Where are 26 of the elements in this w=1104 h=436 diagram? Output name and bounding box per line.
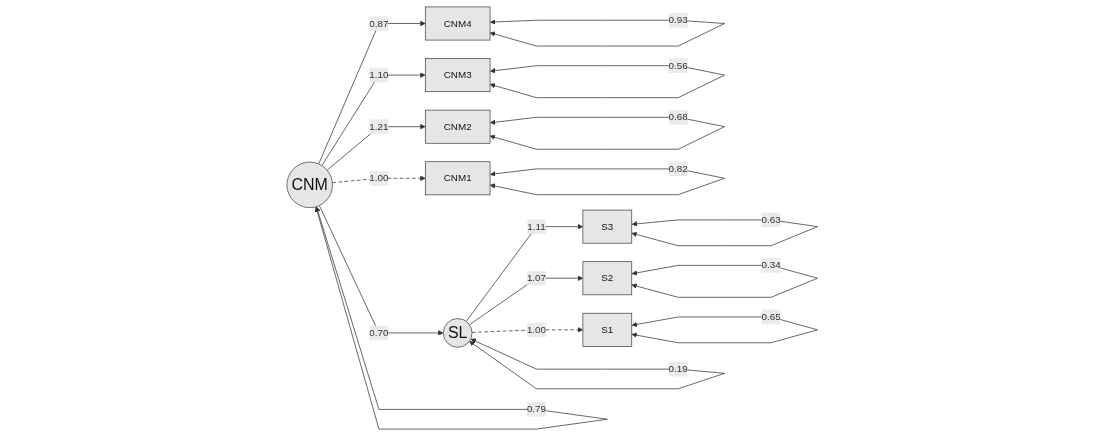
- edge-label: 1.11: [527, 221, 546, 232]
- node-box: CNM1: [424, 161, 491, 196]
- edge-label: 1.00: [526, 324, 546, 335]
- edge-label: 0.56: [668, 60, 688, 71]
- edge-label: 0.70: [369, 327, 389, 338]
- edge-label: 1.00: [369, 172, 389, 184]
- edge-label: 0.34: [761, 259, 781, 271]
- edge-label: 0.65: [761, 311, 781, 322]
- edge-label: 1.07: [526, 272, 546, 284]
- node-circle: CNM: [286, 161, 333, 209]
- edge-label: 0.87: [369, 17, 389, 29]
- edge-label: 0.79: [526, 403, 546, 415]
- node-box: S3: [582, 209, 632, 244]
- node-box: CNM4: [424, 6, 491, 41]
- node-box: S1: [582, 312, 632, 347]
- edge-label: 0.82: [668, 163, 688, 174]
- edge-label: 0.68: [668, 111, 688, 123]
- node-box: S2: [582, 261, 632, 296]
- edge-label: 0.63: [761, 214, 781, 225]
- node-box: CNM3: [424, 58, 491, 93]
- edge-label: 0.93: [668, 14, 688, 26]
- edge-label: 0.19: [668, 363, 688, 375]
- edge-label: 1.10: [369, 69, 389, 81]
- node-circle: SL: [442, 318, 473, 348]
- edge-label: 1.21: [369, 121, 389, 132]
- node-box: CNM2: [424, 109, 491, 144]
